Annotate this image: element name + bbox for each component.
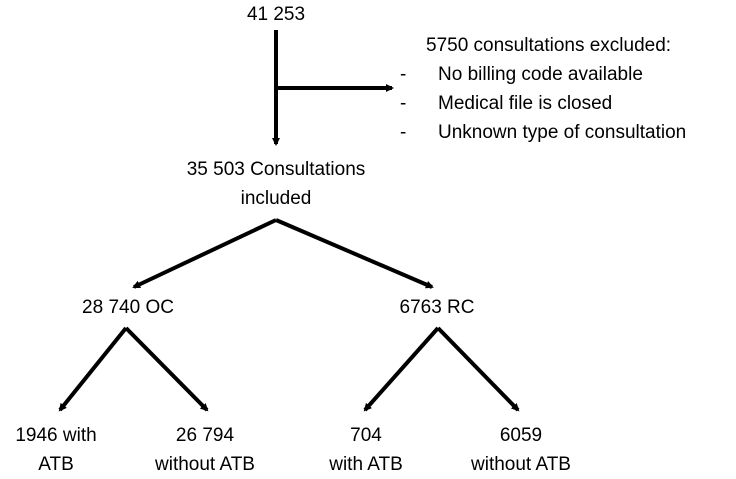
arrow-oc-to-without (124, 326, 209, 412)
arrow-included-to-oc (132, 218, 277, 289)
rc-node: 6763 RC (399, 297, 475, 318)
included-node: 35 503 Consultations included (186, 159, 366, 209)
arrow-included-to-rc (275, 218, 434, 289)
exclusion-item: -Unknown type of consultation (400, 122, 687, 143)
arrow-oc-to-with (58, 326, 128, 412)
arrow-rc-to-without (436, 326, 520, 412)
arrow-rc-to-with (363, 326, 440, 412)
total-node: 41 253 (246, 4, 306, 25)
exclusion-item: -Medical file is closed (400, 93, 613, 114)
exclusion-title: 5750 consultations excluded: (426, 35, 672, 56)
exclusion-list: -No billing code available -Medical file… (400, 60, 686, 147)
oc-without-atb-node: 26 794 without ATB (155, 425, 255, 475)
rc-without-atb-node: 6059 without ATB (471, 425, 571, 475)
exclusion-item: -No billing code available (400, 64, 643, 85)
rc-with-atb-node: 704 with ATB (329, 425, 403, 475)
oc-with-atb-node: 1946 with ATB (15, 425, 97, 475)
oc-node: 28 740 OC (82, 297, 174, 318)
